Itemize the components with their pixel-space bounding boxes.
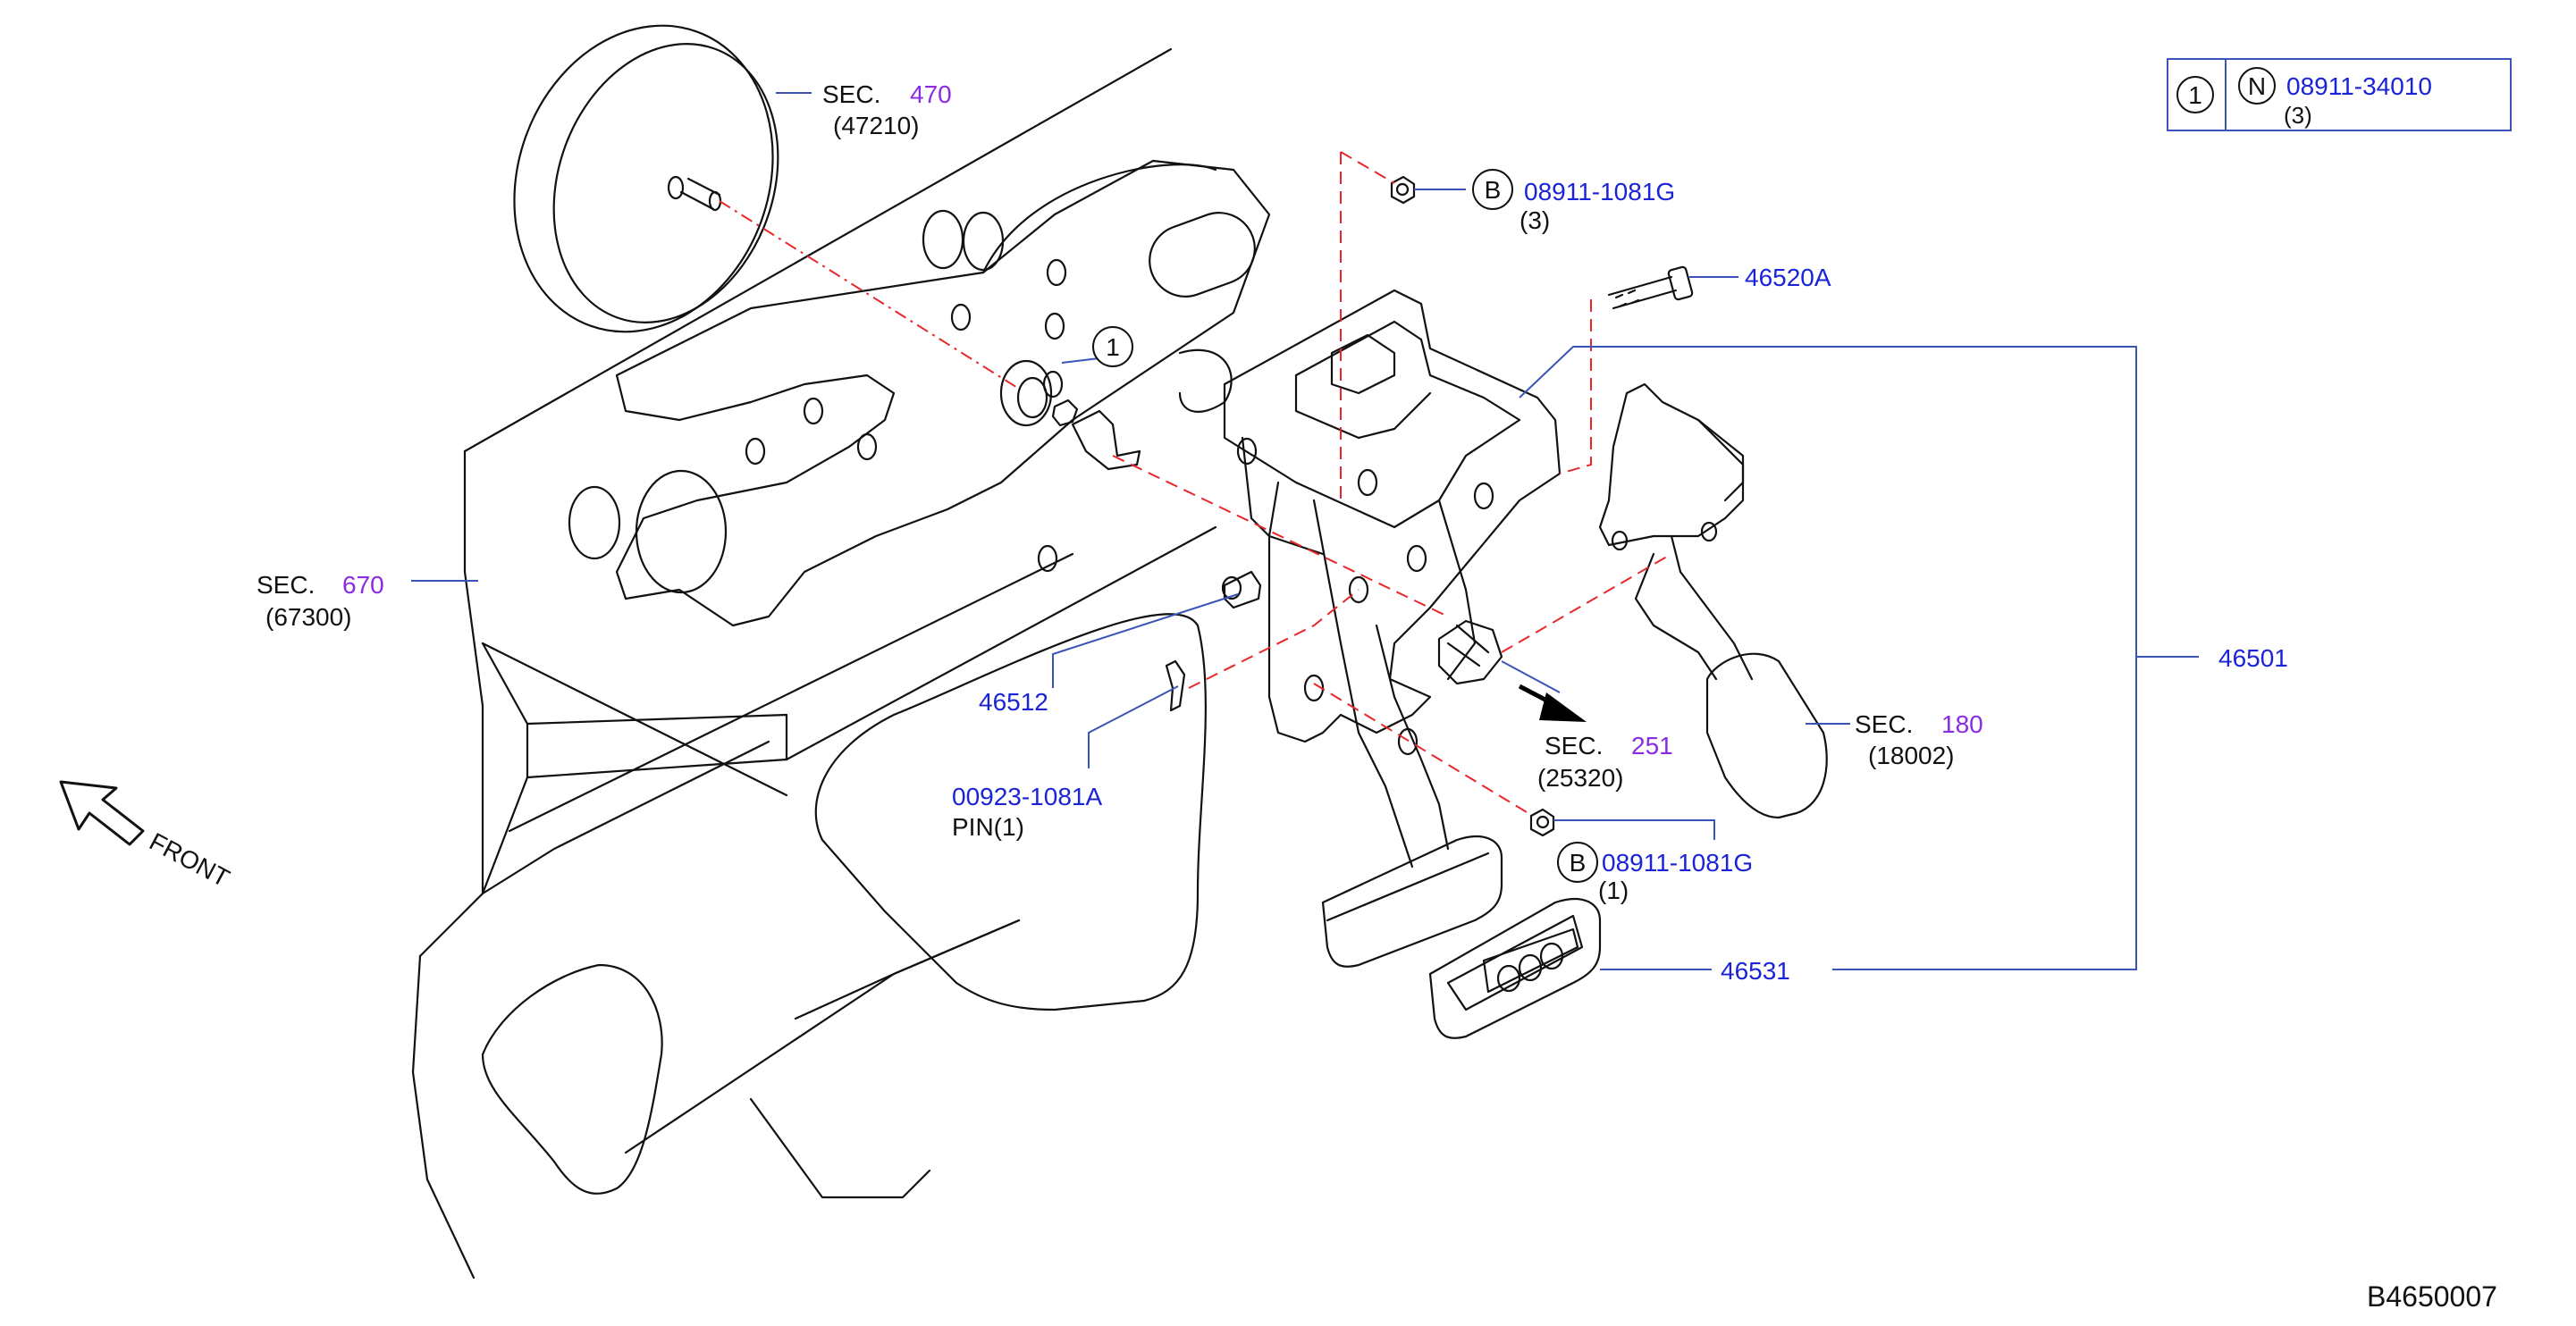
svg-text:08911-1081G: 08911-1081G [1602,849,1753,877]
label-46520A: 46520A [1745,264,1831,291]
legend-part-number: 08911-34010 [2286,72,2432,100]
accelerator-pedal [1598,382,1828,819]
diagram-code: B4650007 [2367,1280,2497,1313]
leader-lines [411,92,2199,970]
svg-text:(18002): (18002) [1868,742,1955,769]
svg-text:(25320): (25320) [1537,764,1624,792]
label-sec670: SEC. 670 (67300) [257,571,384,631]
svg-text:470: 470 [910,80,952,108]
label-sec251: SEC. 251 (25320) [1537,732,1673,792]
callout-1: 1 [1092,326,1133,367]
svg-text:00923-1081A: 00923-1081A [952,783,1102,810]
label-46501: 46501 [2218,644,2288,672]
svg-text:SEC.: SEC. [1855,710,1913,738]
marker-b-bottom: B [1557,842,1598,883]
legend-box: 1 N 08911-34010 (3) [2167,58,2512,131]
svg-text:(67300): (67300) [265,603,352,631]
svg-text:251: 251 [1631,732,1673,760]
svg-text:SEC.: SEC. [822,80,880,108]
small-parts [999,175,1694,837]
svg-text:1: 1 [1106,333,1120,361]
legend-marker: N [2248,72,2266,100]
dash-panel [411,47,1271,1280]
label-46531: 46531 [1721,957,1790,985]
svg-text:08911-1081G: 08911-1081G [1524,178,1675,206]
label-sec470: SEC. 470 (47210) [822,80,952,139]
label-front: FRONT [145,827,234,893]
svg-text:670: 670 [342,571,384,599]
marker-b-top: B [1472,169,1513,210]
connector-direction-arrow-icon [1518,684,1587,722]
svg-text:180: 180 [1941,710,1983,738]
label-46512: 46512 [979,688,1048,716]
label-bolt-top: 08911-1081G (3) [1520,178,1675,234]
svg-text:PIN(1): PIN(1) [952,813,1024,841]
label-bolt-bottom: 08911-1081G (1) [1598,849,1753,904]
svg-text:SEC.: SEC. [1545,732,1603,760]
label-pin: 00923-1081A PIN(1) [952,783,1102,841]
svg-text:B: B [1570,849,1587,877]
stop-lamp-switch [1437,619,1503,685]
label-sec180: SEC. 180 (18002) [1855,710,1983,769]
pedal-bracket [1223,289,1562,734]
svg-text:(1): (1) [1598,877,1629,904]
svg-text:B: B [1485,176,1502,204]
front-arrow-icon [59,780,145,846]
svg-text:(47210): (47210) [833,112,920,139]
pedal-pad [1428,898,1602,1039]
legend-ref-number: 1 [2188,81,2202,109]
alignment-lines [719,151,1672,816]
legend-quantity: (3) [2284,102,2312,129]
brake-booster [513,24,779,333]
svg-text:SEC.: SEC. [257,571,315,599]
svg-text:(3): (3) [1520,206,1550,234]
brake-pedal [1267,481,1503,968]
